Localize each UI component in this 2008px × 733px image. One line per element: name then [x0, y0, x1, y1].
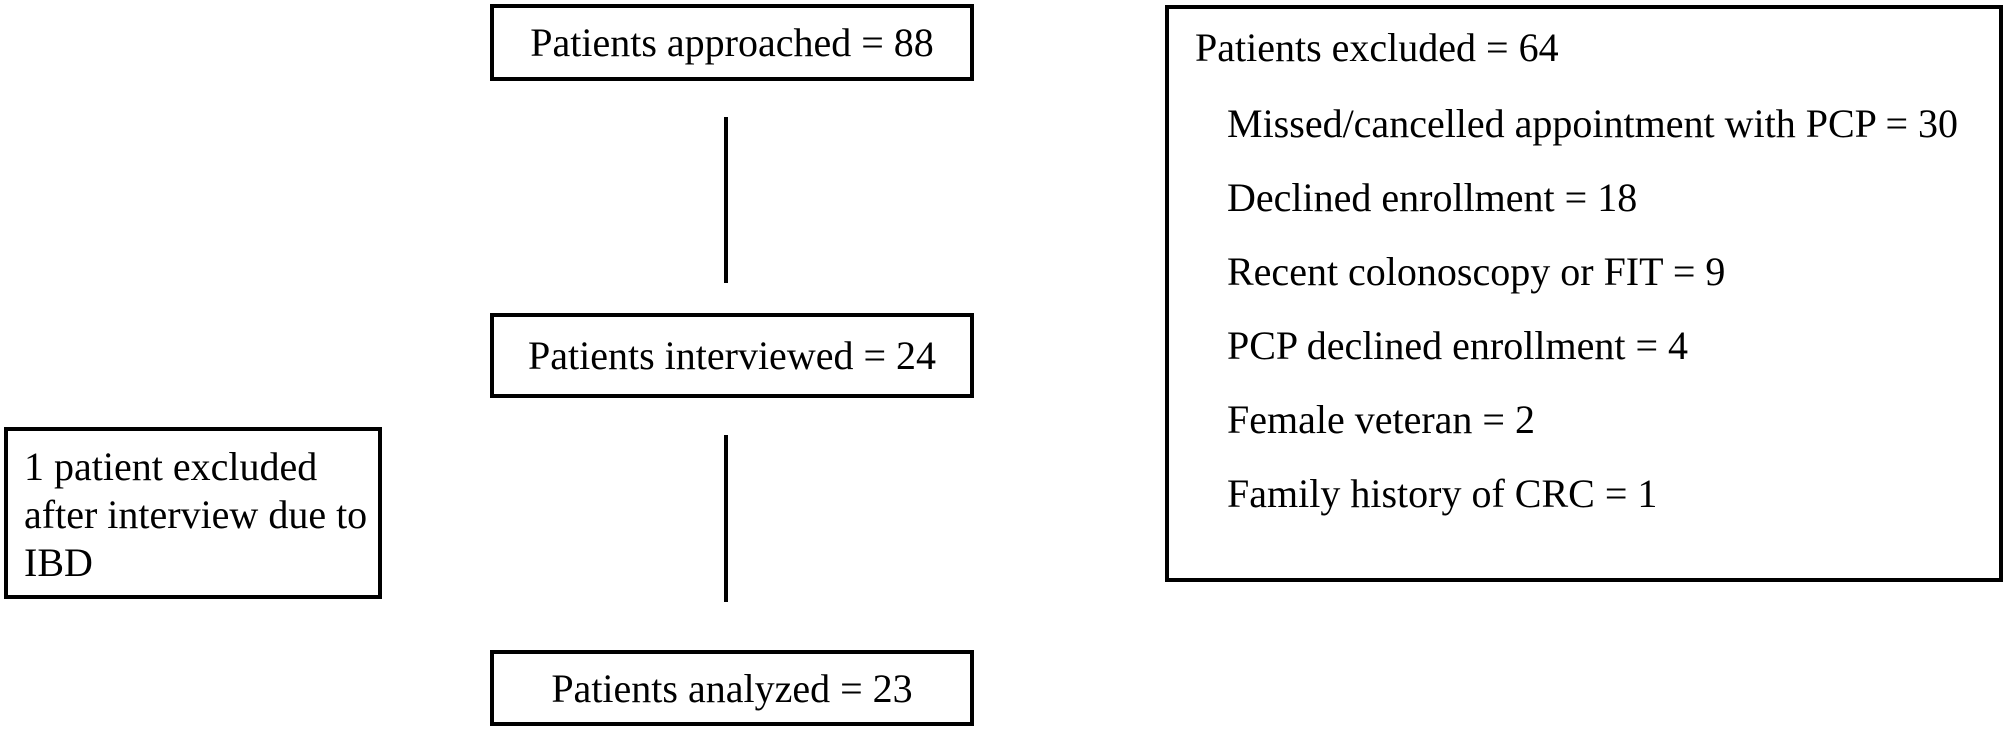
- patients-analyzed-box: Patients analyzed = 23: [490, 650, 974, 726]
- exclusion-reason: Recent colonoscopy or FIT = 9: [1227, 249, 1726, 294]
- patients-interviewed-box: Patients interviewed = 24: [490, 313, 974, 398]
- excluded-after-interview-box: 1 patient excluded after interview due t…: [4, 427, 382, 599]
- connector-interviewed-to-analyzed: [724, 435, 728, 602]
- exclusion-reason: Declined enrollment = 18: [1227, 175, 1638, 220]
- patients-approached-label: Patients approached = 88: [530, 20, 934, 65]
- exclusion-reason: Family history of CRC = 1: [1227, 471, 1658, 516]
- patients-excluded-title: Patients excluded = 64: [1195, 25, 1559, 70]
- connector-approached-to-interviewed: [724, 117, 728, 283]
- patients-approached-box: Patients approached = 88: [490, 4, 974, 81]
- exclusion-reason: PCP declined enrollment = 4: [1227, 323, 1689, 368]
- exclusion-reason: Female veteran = 2: [1227, 397, 1535, 442]
- excluded-after-interview-label: 1 patient excluded after interview due t…: [24, 444, 368, 585]
- exclusion-reasons-list: Missed/cancelled appointment with PCP = …: [1227, 87, 1999, 531]
- exclusion-reason: Missed/cancelled appointment with PCP = …: [1227, 101, 1958, 146]
- patients-interviewed-label: Patients interviewed = 24: [527, 333, 937, 378]
- patients-excluded-box: Patients excluded = 64 Missed/cancelled …: [1165, 5, 2003, 582]
- patients-analyzed-label: Patients analyzed = 23: [551, 665, 913, 711]
